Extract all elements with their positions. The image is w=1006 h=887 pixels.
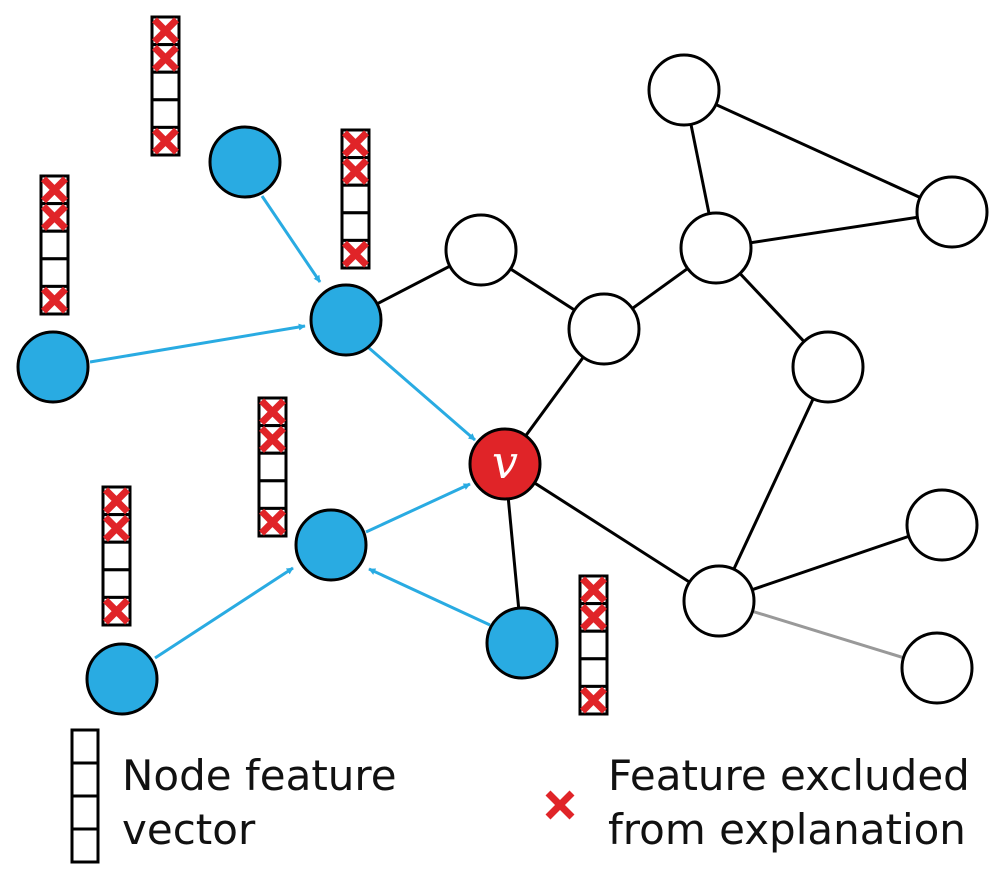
legend-feature-cell: [70, 794, 100, 831]
feature-cell: [578, 629, 609, 661]
red-x-icon: [342, 240, 369, 268]
legend: Node feature vector Feature excluded fro…: [70, 728, 970, 864]
red-x-icon: [103, 487, 130, 515]
graph-node: [682, 564, 756, 638]
feature-cell: [257, 479, 288, 510]
red-x-icon: [41, 176, 68, 204]
graph-edge: [715, 210, 953, 250]
explained-nodes: [16, 125, 559, 716]
feature-vector: [39, 174, 70, 316]
target-node: v: [468, 427, 542, 501]
explained-node: [208, 125, 282, 199]
red-x-icon: [41, 286, 68, 314]
feature-cell: [340, 183, 371, 215]
graph-edge: [683, 88, 953, 214]
message-arrow: [368, 567, 491, 627]
message-arrow: [154, 566, 294, 660]
feature-cell: [39, 229, 70, 261]
graph-node: [900, 631, 974, 705]
red-x-icon: [152, 127, 179, 155]
message-arrow: [368, 346, 476, 442]
red-x-icon: [259, 425, 286, 453]
explained-node: [85, 642, 159, 716]
red-x-icon: [259, 398, 286, 426]
legend-feature-vector-label: Node feature: [122, 751, 397, 800]
graph-node: [647, 53, 721, 127]
red-x-icon: [103, 597, 130, 625]
feature-cell: [39, 257, 70, 288]
red-x-icon: [152, 17, 179, 45]
feature-vector: [578, 574, 609, 716]
message-arrow: [260, 195, 322, 283]
graph-edge: [718, 523, 943, 603]
graph-node: [905, 488, 979, 562]
feature-vector: [101, 485, 132, 627]
legend-excluded-label-2: from explanation: [608, 805, 966, 854]
faded-edge: [718, 599, 938, 670]
target-node-label: v: [492, 435, 518, 489]
plain-nodes: [444, 53, 989, 705]
explained-node: [294, 508, 368, 582]
feature-vectors: [39, 15, 609, 716]
red-x-icon: [103, 514, 130, 542]
graph-node: [444, 213, 518, 287]
legend-feature-vector-label-2: vector: [122, 805, 256, 854]
red-x-icon: [259, 508, 286, 536]
graph-edge: [504, 462, 720, 603]
red-x-icon: [152, 44, 179, 72]
red-x-icon: [342, 157, 369, 185]
feature-cell: [150, 98, 181, 129]
feature-vector: [340, 128, 371, 270]
red-x-icon: [342, 130, 369, 158]
feature-vector: [257, 396, 288, 538]
graph-node: [679, 211, 753, 285]
legend-feature-cell: [70, 728, 100, 765]
legend-excluded-line2: from explanation: [608, 805, 966, 854]
graph-node: [791, 330, 865, 404]
message-arrow: [365, 482, 471, 534]
graph-edge: [717, 366, 830, 602]
explained-node: [485, 606, 559, 680]
red-x-icon: [545, 790, 575, 820]
legend-feature-vector-line2: vector: [122, 805, 256, 854]
legend-excluded-label: Feature excluded: [608, 751, 970, 800]
message-arrow: [89, 323, 306, 364]
feature-cell: [257, 451, 288, 483]
target-node-circle: [468, 427, 542, 501]
legend-feature-vector-line1: Node feature: [122, 751, 397, 800]
feature-cell: [340, 211, 371, 242]
explained-node: [309, 283, 383, 357]
feature-cell: [150, 70, 181, 102]
feature-cell: [578, 657, 609, 688]
legend-feature-vector-icon: [70, 728, 100, 864]
red-x-icon: [580, 686, 607, 714]
legend-feature-cell: [70, 827, 100, 864]
graph-node: [915, 175, 989, 249]
red-x-icon: [41, 203, 68, 231]
feature-cell: [101, 568, 132, 599]
red-x-icon: [580, 576, 607, 604]
legend-excluded-line1: Feature excluded: [608, 751, 970, 800]
explained-node: [16, 330, 90, 404]
message-arrows: [89, 195, 491, 660]
graph-node: [567, 292, 641, 366]
red-x-icon: [580, 603, 607, 631]
feature-cell: [101, 540, 132, 572]
legend-feature-cell: [70, 761, 100, 798]
feature-vector: [150, 15, 181, 157]
